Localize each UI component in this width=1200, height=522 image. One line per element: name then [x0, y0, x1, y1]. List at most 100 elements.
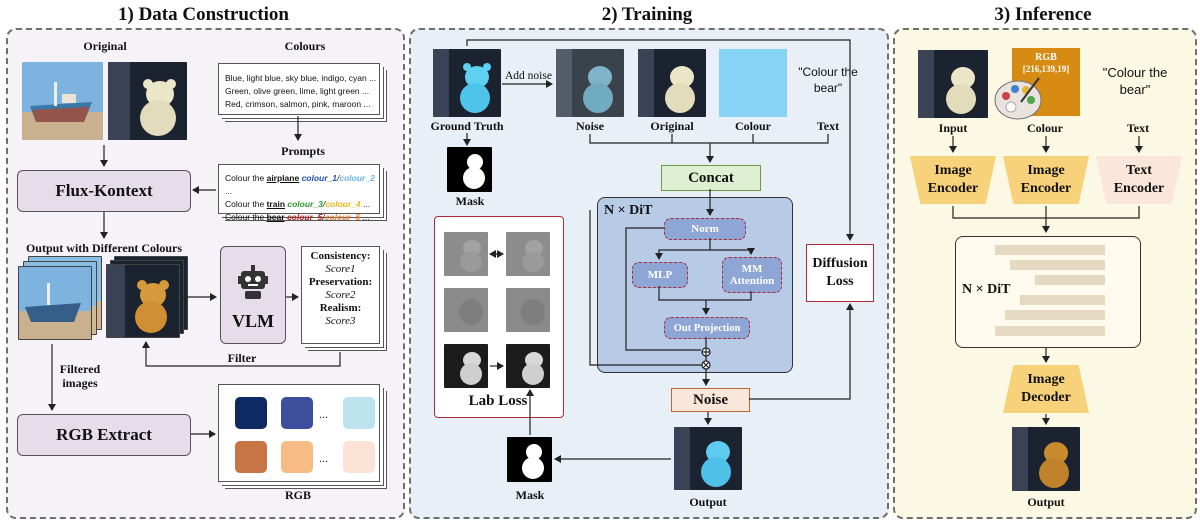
token-bar [995, 326, 1105, 336]
score-name: Realism: [319, 302, 362, 314]
inference-input-photo [918, 50, 988, 118]
image-encoder-box [910, 156, 996, 204]
out-projection-box: Out Projection [664, 317, 750, 339]
mask-label: Mask [455, 194, 485, 208]
concat-label: Concat [688, 169, 734, 186]
rgb-swatch-values: [216,139,19] [1022, 64, 1070, 74]
inference-output-photo [1012, 427, 1080, 491]
prompt-tail: ... [225, 186, 233, 196]
section-title-construction: 1) Data Construction [118, 4, 289, 25]
prompt-colour-1: colour_1 [301, 173, 338, 183]
vlm-label: VLM [232, 310, 274, 331]
vlm-box: VLM [220, 246, 286, 344]
inference-output-label: Output [1027, 495, 1065, 509]
rgb-extract-label: RGB Extract [56, 425, 152, 444]
prompt-separator: / [337, 173, 340, 183]
colour-line: Green, olive green, lime, light green ..… [225, 86, 370, 96]
score-name: Preservation: [308, 276, 373, 288]
norm-box: Norm [664, 218, 746, 240]
bear-photo [108, 62, 187, 140]
add-noise-label: Add noise [505, 70, 552, 82]
concat-box: Concat [661, 165, 761, 191]
colour-label-training: Colour [735, 119, 771, 133]
original-label-training: Original [650, 119, 694, 133]
prompt-tail: ... [360, 212, 370, 222]
mlp-box: MLP [632, 262, 688, 288]
prompt-colour-2: colour_4 [325, 199, 361, 209]
token-bar [1035, 275, 1105, 285]
palette-swatch [281, 441, 313, 473]
rgb-label: RGB [284, 488, 311, 502]
mask-photo [447, 147, 492, 192]
token-bar [995, 245, 1105, 255]
prompts-label: Prompts [281, 144, 325, 158]
inference-input-label: Input [938, 121, 968, 135]
lab-channel-a-pred [444, 288, 488, 332]
score-value: Score3 [325, 315, 356, 327]
original-photo [638, 49, 706, 117]
score-name: Consistency: [310, 250, 371, 262]
output-label: Output with Different Colours [25, 241, 183, 255]
prompt-line: Colour the airplane colour_1/colour_2 ..… [225, 172, 379, 198]
lab-channel-b-pred [444, 344, 488, 388]
ground-truth-photo [433, 49, 501, 117]
palette-swatch [343, 441, 375, 473]
rgb-extract-box: RGB Extract [17, 414, 191, 456]
diffusion-loss-box: Diffusion Loss [806, 244, 874, 302]
palette-swatch [235, 397, 267, 429]
prompt-object: bear [266, 212, 285, 222]
filter-label: Filter [227, 351, 257, 365]
scores-document: Consistency: Score1 Preservation: Score2… [301, 246, 380, 344]
prompt-colour-1: colour_3 [287, 199, 323, 209]
prompt-colour-2: colour_6 [324, 212, 361, 222]
mask-photo-output [507, 437, 552, 482]
flux-kontext-label: Flux-Kontext [55, 181, 153, 200]
prompt-prefix: Colour the [225, 199, 267, 209]
token-bar [1005, 310, 1105, 320]
prompt-prefix: Colour the [225, 212, 267, 222]
ground-truth-label: Ground Truth [430, 119, 504, 133]
output-boat-photo [18, 266, 92, 340]
colour-swatch [719, 49, 787, 117]
palette-icon [994, 77, 1042, 120]
inference-colour-label: Colour [1027, 121, 1063, 135]
section-title-training: 2) Training [601, 4, 693, 25]
score-value: Score1 [325, 263, 356, 275]
palette-ellipsis: ... [319, 451, 328, 465]
lab-channel-b-gt [506, 344, 550, 388]
inference-text-label: Text [1126, 121, 1150, 135]
prompt-object: airplane [266, 173, 300, 183]
inference-dit-label: N × DiT [962, 282, 1011, 297]
training-output-label: Output [689, 495, 727, 509]
training-output-photo [674, 427, 742, 490]
prompt-quote-training: "Colour the bear" [798, 65, 858, 95]
lab-loss-label: Lab Loss [468, 393, 528, 409]
image-decoder-box [1003, 365, 1089, 413]
token-bar [1010, 260, 1105, 270]
prompt-tail: ... [360, 199, 371, 209]
noise-photo [556, 49, 624, 117]
prompt-line: Colour the train colour_3/colour_4 ... [225, 198, 379, 211]
prompt-separator: / [322, 212, 325, 222]
noise-label: Noise [576, 119, 604, 133]
palette-swatch [281, 397, 313, 429]
dit-label: N × DiT [604, 203, 653, 218]
prompt-colour-2: colour_2 [339, 173, 375, 183]
flux-kontext-box: Flux-Kontext [17, 170, 191, 212]
text-encoder-box [1096, 156, 1182, 204]
boat-photo [22, 62, 103, 140]
rgb-swatch-title: RGB [1035, 52, 1057, 63]
output-bear-photo [106, 264, 180, 338]
colour-encoder-box [1003, 156, 1089, 204]
colour-line: Blue, light blue, sky blue, indigo, cyan… [225, 73, 377, 83]
prompt-colour-1: colour_5 [286, 212, 323, 222]
colours-label: Colours [284, 39, 326, 53]
prompt-prefix: Colour the [225, 173, 267, 183]
colours-document: Blue, light blue, sky blue, indigo, cyan… [218, 63, 380, 115]
filtered-images-label: Filtered images [59, 362, 101, 390]
colour-line: Red, crimson, salmon, pink, maroon ... [225, 99, 371, 109]
